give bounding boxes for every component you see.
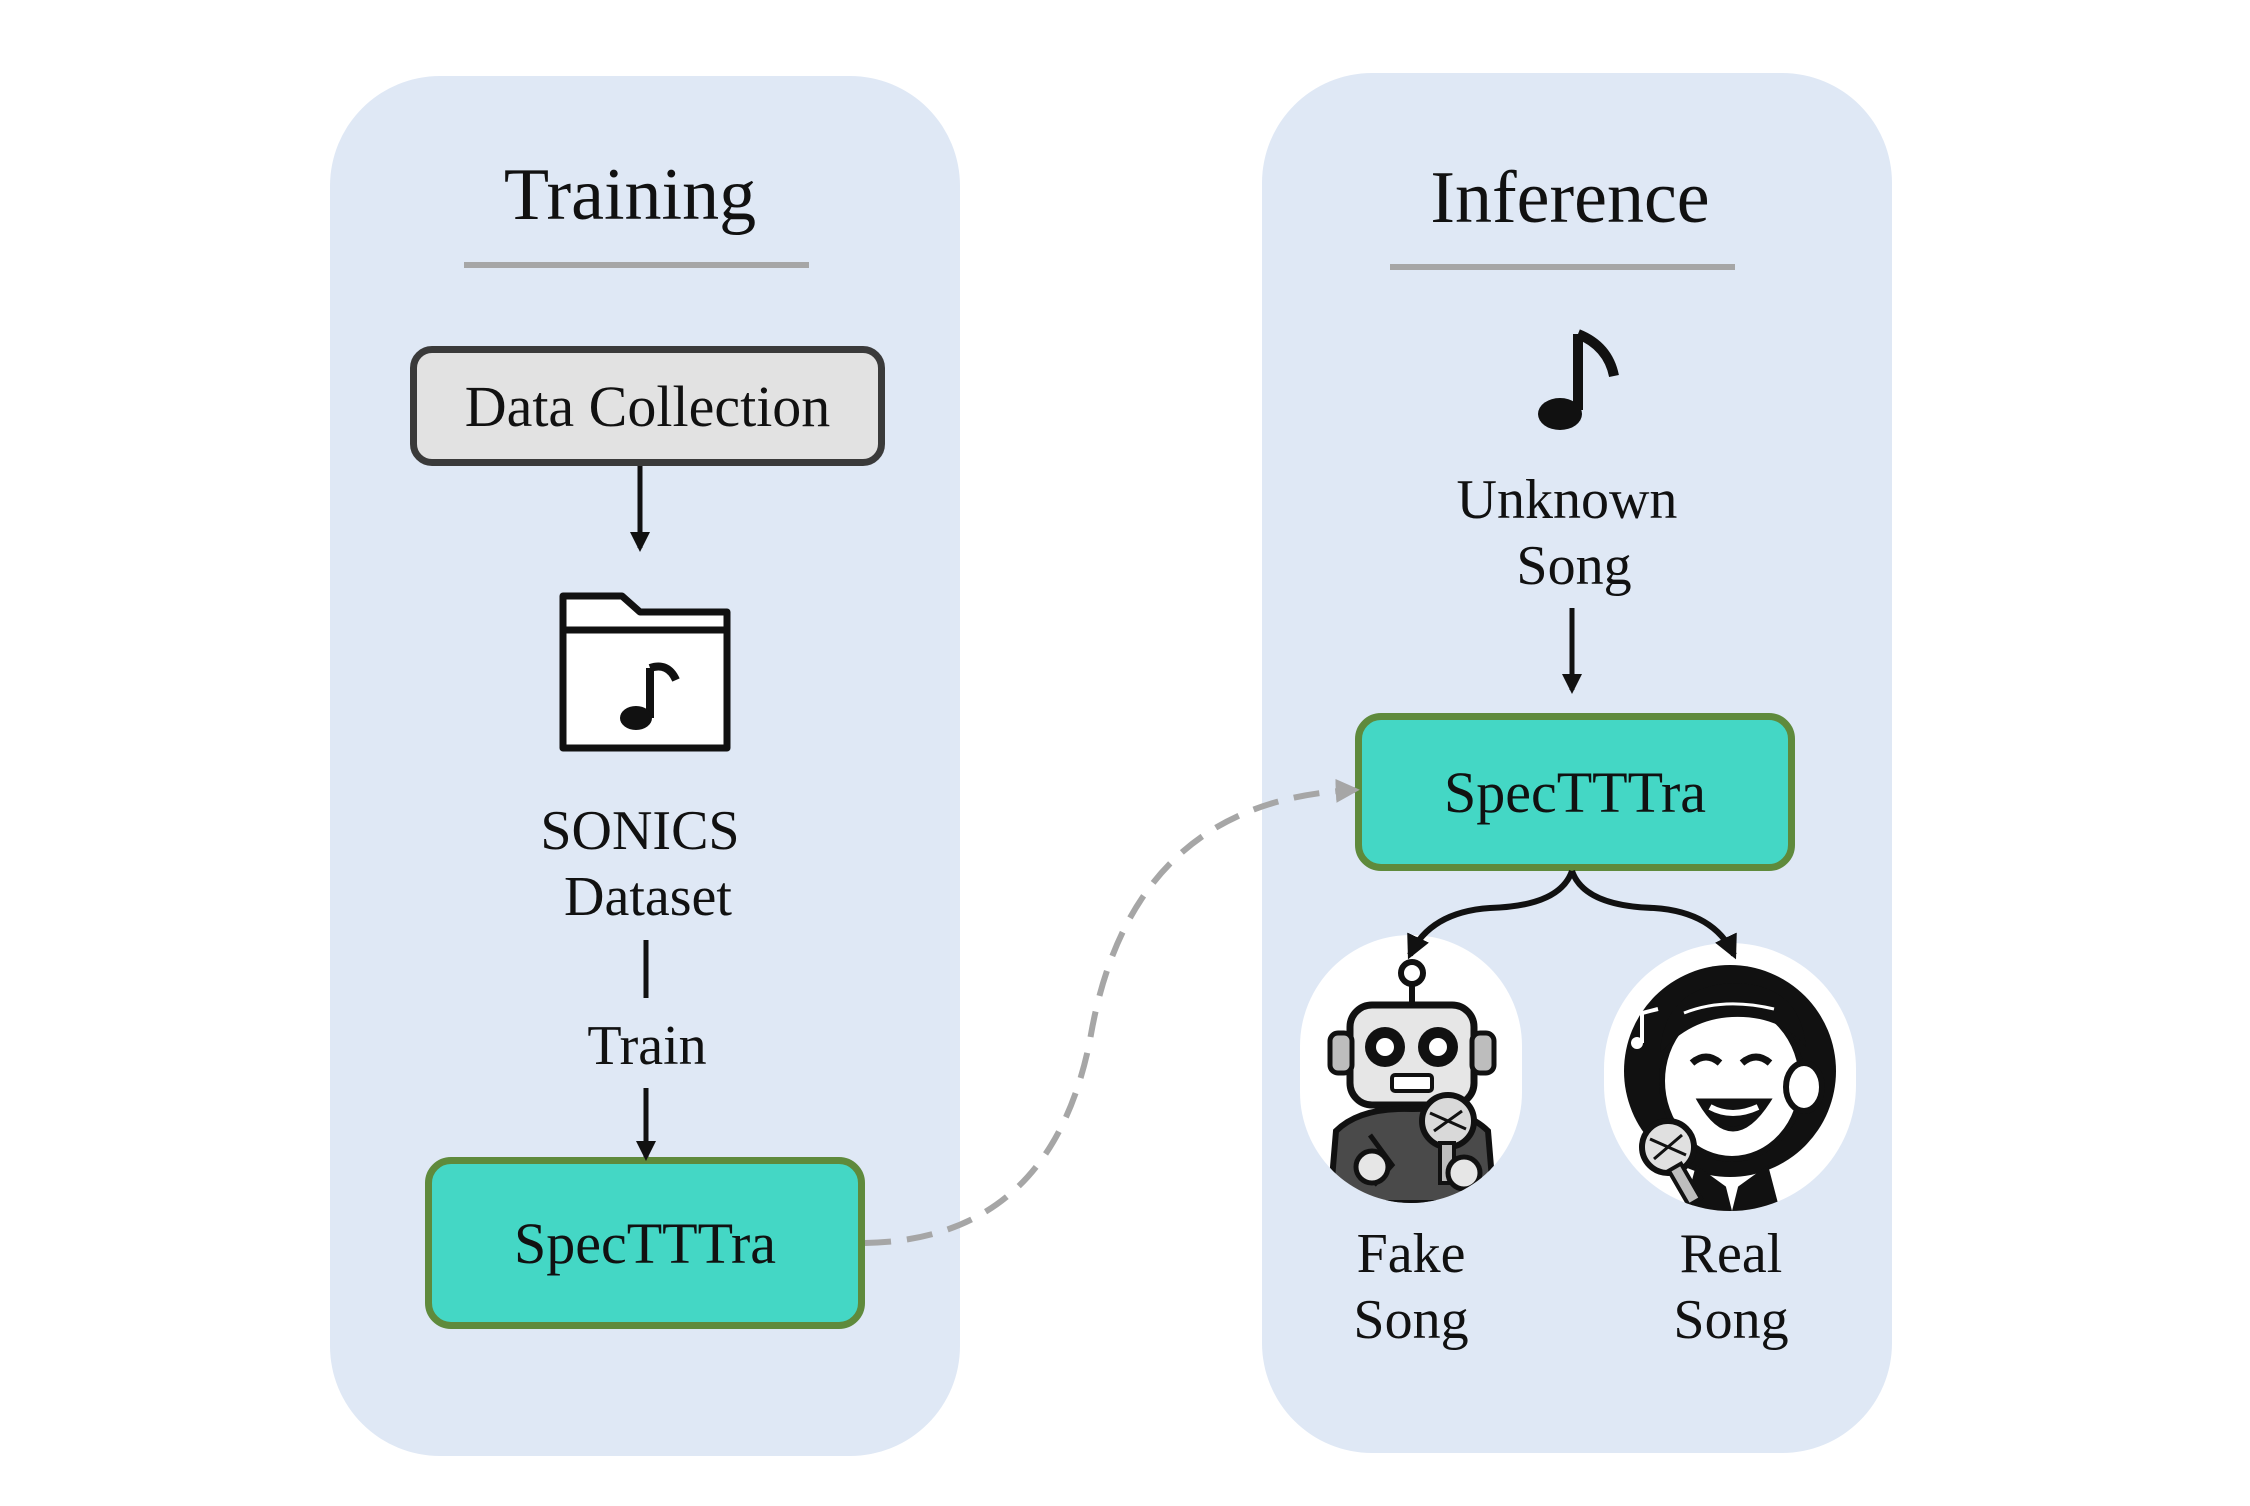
unknown-song-label-line2: Song [1516, 535, 1632, 597]
train-label: Train [587, 1015, 707, 1077]
real-song-label-line2: Song [1673, 1289, 1789, 1351]
training-title: Training [503, 154, 757, 236]
robot-singer-icon [1300, 935, 1522, 1203]
inference-model-box: SpecTTTra [1355, 713, 1795, 871]
inference-title: Inference [1430, 157, 1710, 239]
fake-song-label-line2: Song [1353, 1289, 1469, 1351]
data-collection-box: Data Collection [410, 346, 885, 466]
training-title-rule [464, 262, 809, 268]
dataset-label-line1: SONICS [540, 800, 740, 862]
inference-title-rule [1390, 264, 1735, 270]
real-song-label-line1: Real [1679, 1223, 1783, 1285]
data-collection-label: Data Collection [464, 373, 831, 439]
unknown-song-label-line1: Unknown [1456, 469, 1678, 531]
fake-song-label-line1: Fake [1356, 1223, 1466, 1285]
dataset-label-line2: Dataset [564, 866, 732, 928]
inference-model-label: SpecTTTra [1443, 759, 1707, 825]
training-model-box: SpecTTTra [425, 1157, 865, 1329]
human-singer-icon [1604, 943, 1856, 1211]
training-model-label: SpecTTTra [513, 1210, 777, 1276]
